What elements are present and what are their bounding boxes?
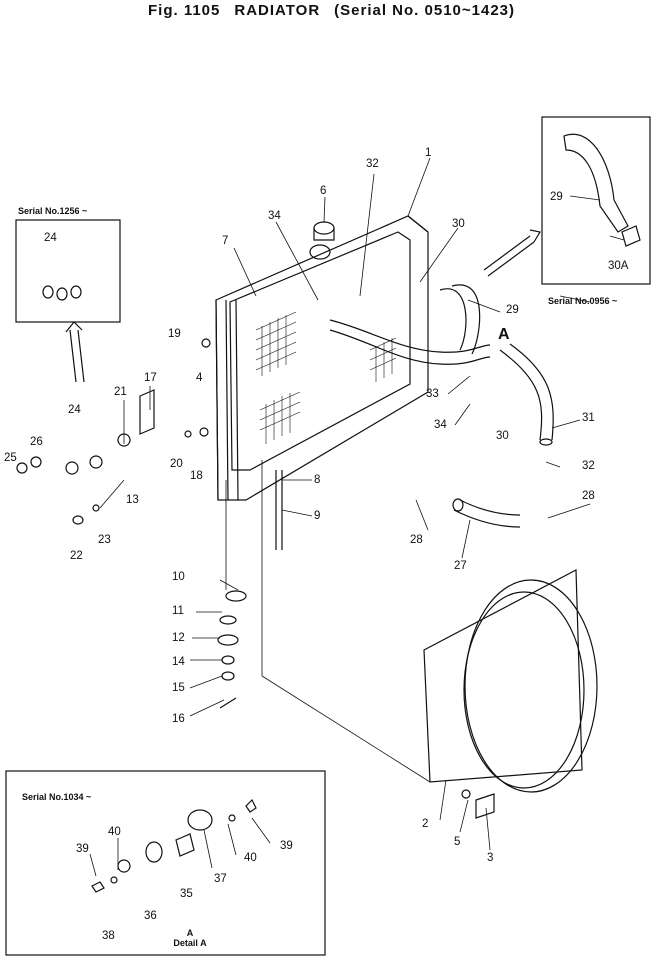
big-arrow-right	[483, 229, 541, 277]
callout-19: 19	[168, 328, 181, 340]
callout-18: 18	[190, 470, 203, 482]
inset-top-right-serial: Serial No.0956 ~	[548, 296, 618, 306]
callout-9: 9	[314, 510, 321, 522]
lower-hose-27	[452, 498, 521, 528]
callout-31: 31	[582, 412, 595, 424]
callout-2: 2	[422, 818, 429, 830]
inset-bottom-left-serial: Serial No.1034 ~	[22, 792, 92, 802]
callout-13: 13	[126, 494, 139, 506]
callout-30-bottom: 30	[496, 430, 509, 442]
callout-35: 35	[180, 888, 193, 900]
figure-name: RADIATOR	[234, 2, 321, 19]
callout-1: 1	[425, 147, 432, 159]
callout-25: 25	[4, 452, 17, 464]
callout-7: 7	[222, 235, 229, 247]
callout-29: 29	[506, 304, 519, 316]
small-parts	[16, 133, 641, 893]
radiator-core	[215, 215, 429, 501]
hose-29	[439, 284, 481, 355]
inset-bottom-left	[5, 770, 326, 956]
callout-8: 8	[314, 474, 321, 486]
callout-36: 36	[144, 910, 157, 922]
callout-3: 3	[487, 852, 494, 864]
callout-10: 10	[172, 571, 185, 583]
detail-a-caption: Detail A	[173, 938, 207, 948]
callout-29-inset: 29	[550, 191, 563, 203]
callout-32-right: 32	[582, 460, 595, 472]
inset-top-left	[15, 219, 121, 323]
callout-34-top: 34	[268, 210, 281, 222]
callout-15: 15	[172, 682, 185, 694]
callout-34-mid: 34	[434, 419, 447, 431]
callout-32-top: 32	[366, 158, 379, 170]
callout-21: 21	[114, 386, 127, 398]
figure-number: Fig. 1105	[148, 2, 221, 19]
callout-39-left: 39	[76, 843, 89, 855]
callout-17: 17	[144, 372, 157, 384]
upper-hose	[329, 319, 491, 365]
callout-20: 20	[170, 458, 183, 470]
inset-top-left-serial: Serial No.1256 ~	[18, 206, 88, 216]
big-arrow-left	[65, 321, 85, 383]
callout-30A: 30A	[608, 260, 629, 272]
callout-14: 14	[172, 656, 185, 668]
inset-top-right	[541, 116, 651, 285]
callout-27: 27	[454, 560, 467, 572]
detail-a-label: A Detail A	[160, 928, 220, 948]
callout-40-left: 40	[108, 826, 121, 838]
callout-37: 37	[214, 873, 227, 885]
callout-39-right: 39	[280, 840, 293, 852]
callout-40-right: 40	[244, 852, 257, 864]
callout-30-top: 30	[452, 218, 465, 230]
callout-16: 16	[172, 713, 185, 725]
callout-22: 22	[70, 550, 83, 562]
view-a-marker: A	[498, 326, 510, 343]
callout-11: 11	[172, 605, 184, 617]
callout-26: 26	[30, 436, 43, 448]
leader-lines	[89, 157, 625, 877]
callout-6: 6	[320, 185, 327, 197]
callout-28-left: 28	[410, 534, 423, 546]
callout-38: 38	[102, 930, 115, 942]
callout-4: 4	[196, 372, 203, 384]
callout-28-right: 28	[582, 490, 595, 502]
callout-12: 12	[172, 632, 185, 644]
detail-a-letter: A	[186, 928, 194, 938]
callout-5: 5	[454, 836, 461, 848]
fan-shroud	[423, 569, 598, 793]
callout-24: 24	[68, 404, 81, 416]
callout-24-inset: 24	[44, 232, 57, 244]
callout-23: 23	[98, 534, 111, 546]
figure-serial: (Serial No. 0510~1423)	[334, 2, 516, 19]
figure-title: Fig. 1105 RADIATOR (Serial No. 0510~1423)	[148, 2, 529, 19]
callout-33: 33	[426, 388, 439, 400]
